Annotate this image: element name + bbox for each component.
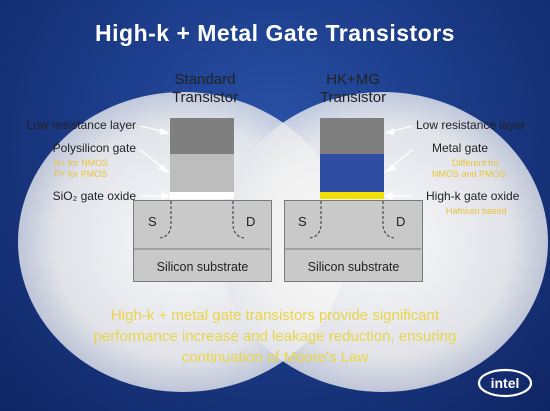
standard-polysilicon-gate — [170, 154, 234, 192]
slide-title: High-k + Metal Gate Transistors — [95, 20, 455, 46]
hkmg-metal-gate-label: Metal gate — [432, 141, 489, 155]
standard-heading: Standard Transistor — [171, 71, 239, 106]
hkmg-drain-label: D — [396, 214, 406, 229]
hkmg-low-resistance-label: Low resistance layer — [416, 118, 526, 132]
hkmg-oxide-label: High-k gate oxide — [426, 189, 520, 203]
standard-low-resistance-label: Low resistance layer — [26, 118, 136, 132]
hkmg-low-resistance-layer — [320, 118, 384, 154]
intel-logo-text: intel — [491, 375, 520, 391]
standard-poly-sub-1: N+ for NMOS — [54, 158, 109, 168]
summary-text-content: High-k + metal gate transistors provide … — [93, 307, 457, 366]
hkmg-heading: HK+MG Transistor — [319, 71, 387, 106]
standard-substrate — [133, 200, 272, 282]
summary-text: High-k + metal gate transistors provide … — [0, 305, 550, 368]
hkmg-oxide-sub: Hafnium based — [446, 206, 507, 216]
standard-substrate-label: Silicon substrate — [156, 260, 249, 274]
hkmg-high-k-oxide — [320, 192, 384, 199]
hkmg-arrows — [383, 125, 413, 200]
hkmg-substrate — [284, 200, 423, 282]
standard-oxide-label: SiO₂ gate oxide — [52, 189, 136, 203]
intel-logo: intel — [477, 368, 533, 398]
hkmg-metal-sub-2: NMOS and PMOS — [432, 169, 506, 179]
hkmg-metal-gate — [320, 154, 384, 192]
standard-poly-sub-2: P+ for PMOS — [54, 169, 108, 179]
hkmg-source-label: S — [298, 214, 307, 229]
standard-drain-label: D — [246, 214, 256, 229]
standard-arrows — [139, 125, 171, 200]
hkmg-substrate-label: Silicon substrate — [307, 260, 400, 274]
standard-sio2-oxide — [170, 192, 234, 199]
hkmg-metal-sub-1: Different for — [452, 158, 499, 168]
standard-poly-gate-label: Polysilicon gate — [52, 141, 136, 155]
standard-source-label: S — [148, 214, 157, 229]
standard-low-resistance-layer — [170, 118, 234, 154]
